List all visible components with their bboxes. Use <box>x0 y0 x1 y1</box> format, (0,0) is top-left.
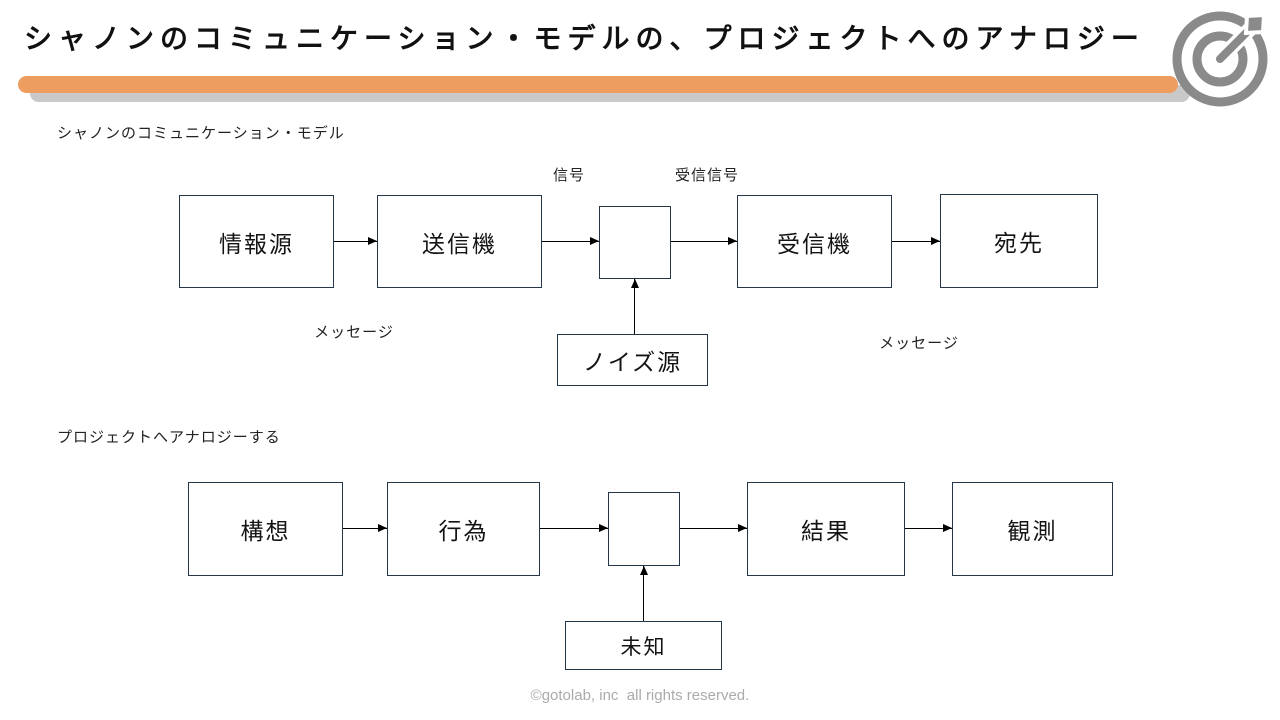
section-heading-project: プロジェクトへアナロジーする <box>57 429 281 446</box>
node-action: 行為 <box>387 482 540 576</box>
target-dart-icon <box>1172 5 1276 107</box>
node-concept: 構想 <box>188 482 343 576</box>
arrow-source-to-transmitter <box>334 236 377 245</box>
node-label: 結果 <box>801 518 851 544</box>
arrow-concept-to-action <box>343 523 387 532</box>
node-observation: 観測 <box>952 482 1113 576</box>
node-noise-source: ノイズ源 <box>557 334 708 386</box>
node-label: 未知 <box>620 635 667 659</box>
arrow-channel-to-result <box>680 523 747 532</box>
node-label: 情報源 <box>219 230 294 257</box>
node-information-source: 情報源 <box>179 195 334 288</box>
node-unknown: 未知 <box>565 621 722 670</box>
arrow-result-to-observation <box>905 523 952 532</box>
arrow-noise-to-channel <box>631 279 640 334</box>
label-message-left: メッセージ <box>314 324 394 341</box>
section-heading-shannon: シャノンのコミュニケーション・モデル <box>57 125 345 142</box>
node-destination: 宛先 <box>940 194 1098 288</box>
node-receiver: 受信機 <box>737 195 892 288</box>
label-message-right: メッセージ <box>879 335 959 352</box>
node-transmitter: 送信機 <box>377 195 542 288</box>
label-signal: 信号 <box>552 167 586 184</box>
arrow-channel-to-receiver <box>671 236 737 245</box>
arrow-action-to-channel <box>540 523 608 532</box>
label-received-signal: 受信信号 <box>674 167 740 184</box>
node-result: 結果 <box>747 482 905 576</box>
accent-bar <box>18 76 1178 93</box>
node-label: 宛先 <box>994 230 1044 256</box>
node-label: 行為 <box>438 518 489 544</box>
footer-copyright: ©gotolab, inc all rights reserved. <box>530 687 750 704</box>
node-label: ノイズ源 <box>582 349 683 375</box>
node-channel-2 <box>608 492 680 566</box>
node-label: 観測 <box>1007 518 1058 544</box>
arrow-transmitter-to-channel <box>542 236 599 245</box>
node-label: 受信機 <box>777 230 852 257</box>
node-channel <box>599 206 671 279</box>
slide-title: シャノンのコミュニケーション・モデルの、プロジェクトへのアナロジー <box>24 23 1145 54</box>
node-label: 送信機 <box>422 230 497 257</box>
arrow-unknown-to-channel <box>640 566 649 621</box>
node-label: 構想 <box>240 518 291 544</box>
arrow-receiver-to-destination <box>892 236 940 245</box>
